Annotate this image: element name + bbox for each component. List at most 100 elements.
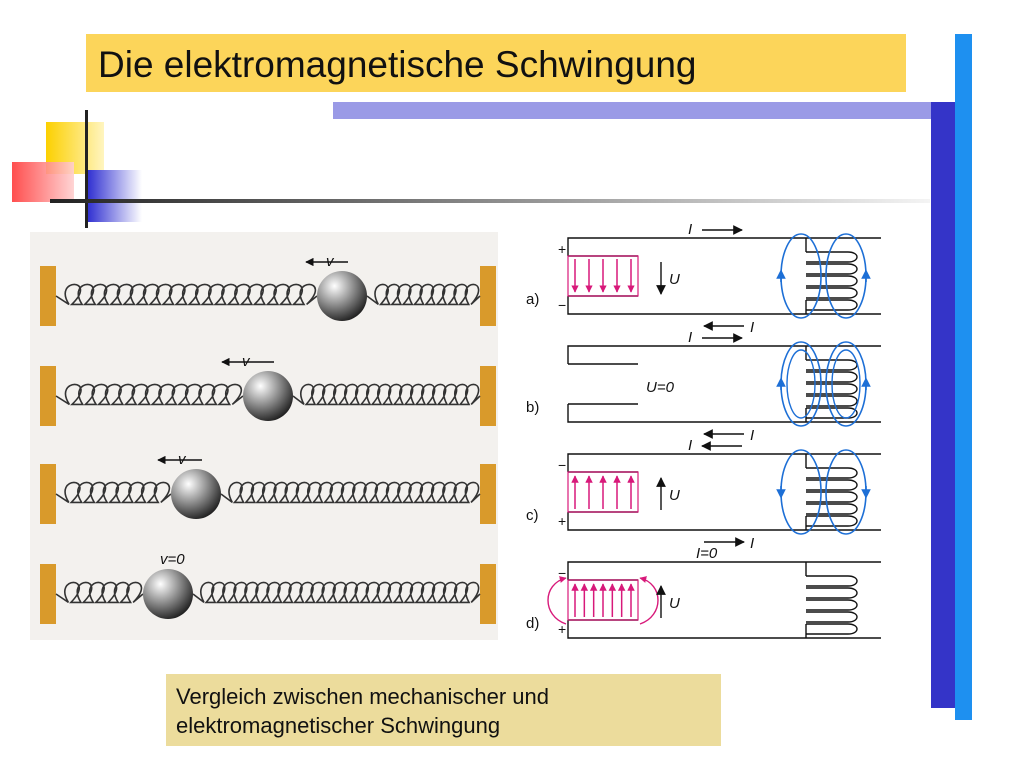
bottom-wire [567, 296, 881, 315]
coil-turn [806, 395, 858, 407]
coil-turn [806, 371, 858, 383]
plate-sign-bottom: − [558, 297, 566, 313]
mass-ball [243, 371, 293, 421]
left-spring [55, 283, 318, 306]
coil-turn [806, 275, 858, 287]
right-spring [292, 383, 481, 406]
field-region [567, 471, 639, 513]
coil-turn [806, 491, 858, 503]
top-wire [567, 237, 881, 256]
top-wire [567, 453, 881, 472]
left-wall [40, 366, 56, 426]
field-loop-inner-2 [831, 349, 861, 419]
bottom-wire [567, 512, 881, 531]
left-spring [55, 383, 244, 406]
coil-turn [806, 587, 858, 599]
left-wall [40, 266, 56, 326]
panel-letter: c) [526, 507, 539, 524]
right-wall [480, 464, 496, 524]
mass-ball [143, 569, 193, 619]
voltage-label: U [669, 595, 680, 612]
title-box [86, 34, 906, 92]
field-loop-inner-1 [786, 349, 816, 419]
coil-turn [806, 575, 858, 587]
deco-blue-square [86, 170, 142, 222]
coil-turn [806, 503, 858, 515]
circuit-panel-c: c) − + U I I [526, 437, 881, 552]
mass-ball [317, 271, 367, 321]
plate-sign-top: + [558, 241, 566, 257]
velocity-label: v=0 [160, 551, 185, 568]
coil-turn [806, 287, 858, 299]
magnetic-field-lines [776, 341, 871, 427]
right-spring [220, 481, 481, 504]
mechanical-row-1: v [40, 253, 496, 326]
right-wall [480, 366, 496, 426]
coil-turn [806, 263, 858, 275]
coil-turn [806, 467, 858, 479]
left-wall [40, 564, 56, 624]
inductor-coil [805, 238, 858, 314]
current-label-bottom: I [750, 319, 754, 336]
plate-sign-top: − [558, 565, 566, 581]
voltage-label: U [669, 487, 680, 504]
caption-box [166, 674, 721, 746]
magnetic-field-lines [776, 233, 871, 319]
deco-vertical-line [85, 110, 88, 228]
panel-letter: d) [526, 615, 539, 632]
circuit-panel-b: b)U=0II [526, 329, 881, 444]
plate-sign-bottom: + [558, 513, 566, 529]
slide-caption: Vergleich zwischen mechanischer und elek… [176, 684, 549, 738]
figure-background [30, 232, 498, 640]
velocity-label: v [178, 451, 187, 468]
panel-letter: a) [526, 291, 539, 308]
mechanical-oscillator-figure: v v v v=0 [30, 232, 498, 640]
coil-turn [806, 611, 858, 623]
current-label-bottom: I [750, 535, 754, 552]
current-label-top: I=0 [696, 545, 718, 562]
coil-turn [806, 479, 858, 491]
left-wall [40, 464, 56, 524]
deco-blue-bar [931, 102, 957, 708]
coil-turn [806, 515, 858, 527]
left-spring [55, 481, 172, 504]
coil-turn [806, 623, 858, 635]
circuit-panel-a: a) + − U I I [526, 221, 881, 336]
plate-sign-top: − [558, 457, 566, 473]
circuit-panel-d: d)−+UI=0 [526, 545, 881, 639]
top-wire [567, 345, 881, 364]
right-wall [480, 266, 496, 326]
velocity-label: v [326, 253, 335, 270]
voltage-label: U [669, 271, 680, 288]
coil-turn [806, 299, 858, 311]
right-spring [366, 283, 481, 306]
magnetic-field-lines [776, 449, 871, 535]
right-wall [480, 564, 496, 624]
voltage-label: U=0 [646, 379, 675, 396]
current-label-top: I [688, 221, 692, 238]
left-spring [55, 581, 144, 604]
inductor-coil [805, 562, 858, 638]
right-spring [192, 581, 481, 604]
velocity-label: v [242, 353, 251, 370]
mechanical-row-3: v [40, 451, 496, 524]
fringe-field-right [639, 576, 659, 625]
current-label-top: I [688, 437, 692, 454]
figure-background [506, 206, 898, 666]
bottom-wire [567, 620, 881, 639]
deco-cyan-bar [955, 34, 972, 720]
coil-turn [806, 383, 858, 395]
bottom-wire [567, 404, 881, 423]
mass-ball [171, 469, 221, 519]
deco-horizontal-line [50, 199, 930, 203]
deco-lavender-bar [333, 102, 933, 119]
top-wire [567, 561, 881, 580]
field-region [567, 255, 639, 297]
coil-turn [806, 251, 858, 263]
mechanical-row-2: v [40, 353, 496, 426]
field-region [567, 579, 639, 621]
current-label-top: I [688, 329, 692, 346]
current-label-bottom: I [750, 427, 754, 444]
